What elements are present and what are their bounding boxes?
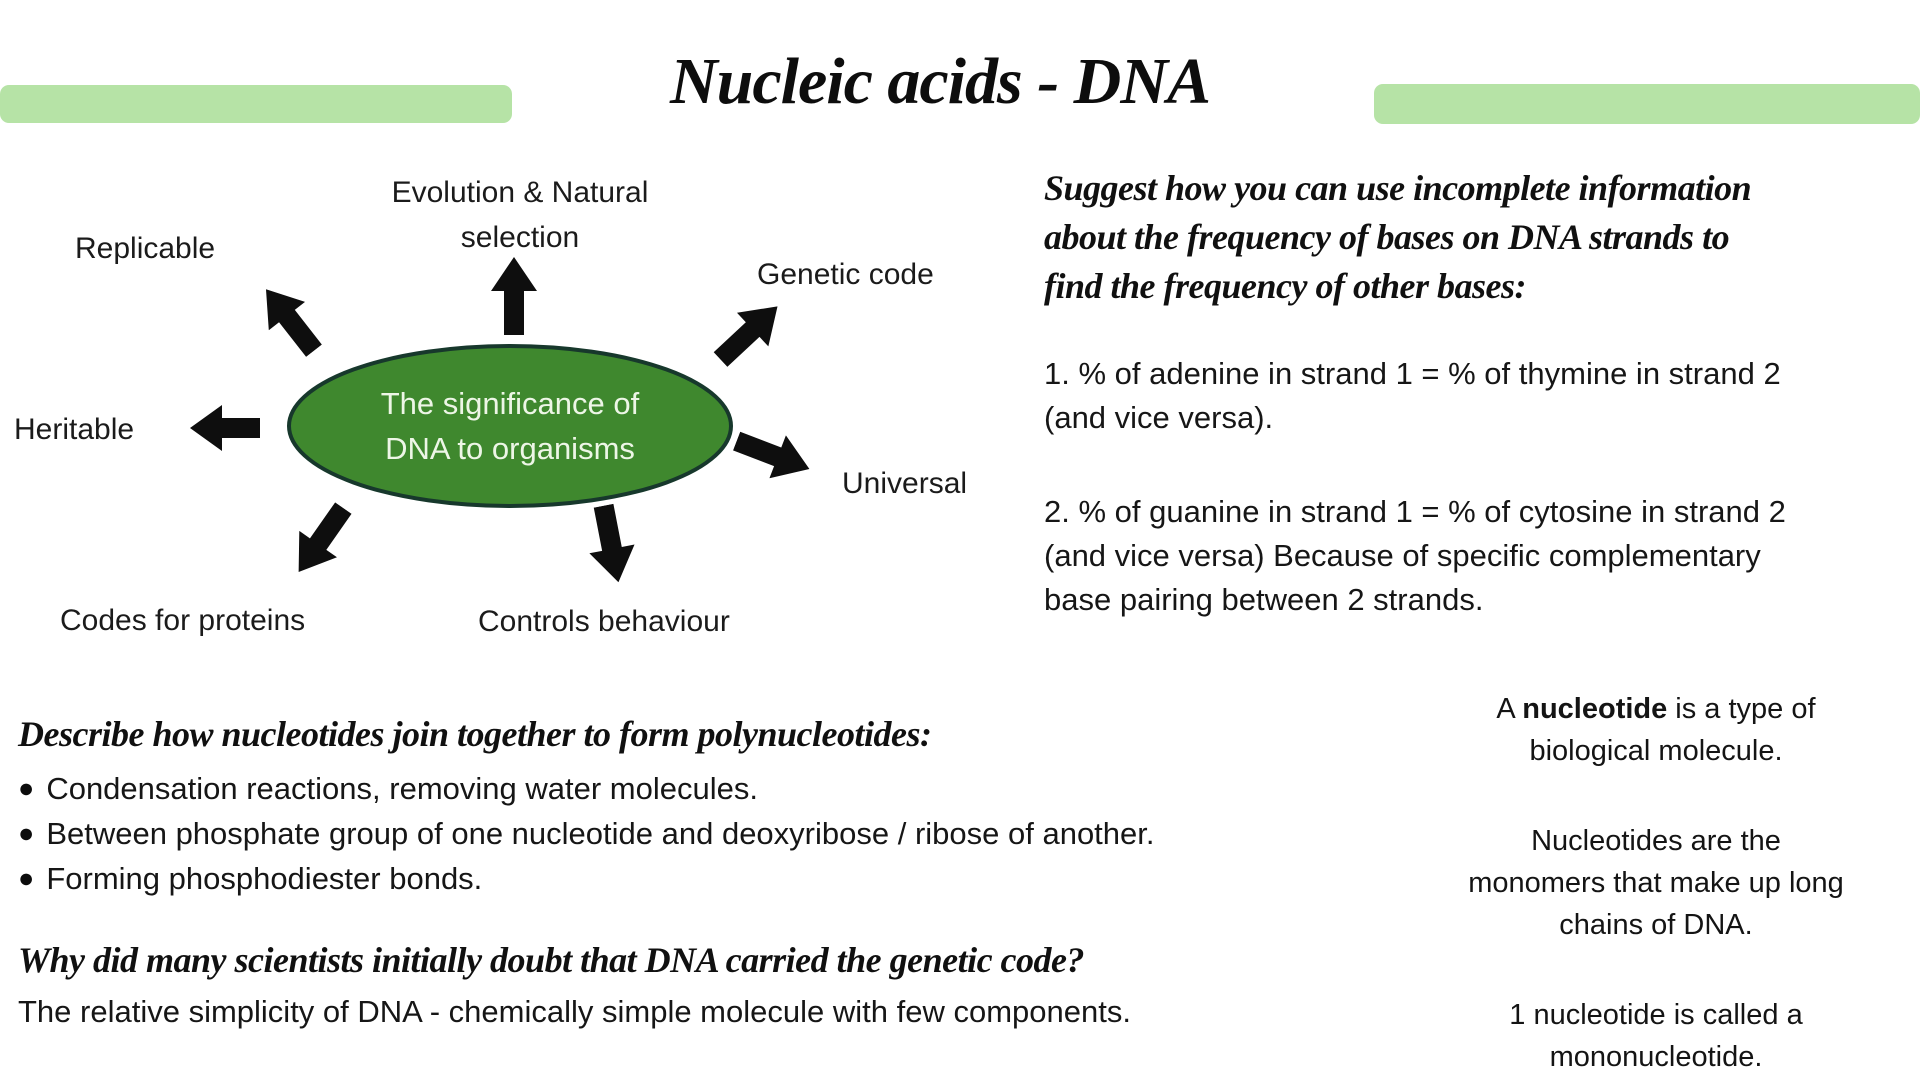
spoke-label-genetic-code: Genetic code <box>757 258 934 291</box>
note1-line1: A nucleotide is a type of <box>1496 693 1815 725</box>
bases-answer-2-line3: base pairing between 2 strands. <box>1044 582 1484 617</box>
accent-bar-right-rect <box>1374 84 1920 124</box>
arrow-up-right-icon <box>713 306 778 367</box>
spoke-label-replicable: Replicable <box>75 232 216 265</box>
note3-line1: 1 nucleotide is called a <box>1509 999 1803 1031</box>
note1-bold-term: nucleotide <box>1522 693 1668 725</box>
bullet-icon: ● <box>18 863 35 893</box>
central-ellipse <box>287 344 733 508</box>
accent-bar-left-rect <box>0 85 512 123</box>
bullet-icon: ● <box>18 818 35 848</box>
bullet-item: ● Forming phosphodiester bonds. <box>18 858 1418 903</box>
bases-answer-1-line1: 1. % of adenine in strand 1 = % of thymi… <box>1044 356 1781 391</box>
note-nucleotide-definition: A nucleotide is a type of biological mol… <box>1398 688 1914 772</box>
doubt-answer: The relative simplicity of DNA - chemica… <box>18 994 1131 1029</box>
bullet-icon: ● <box>18 773 35 803</box>
polynucleotides-bullet-list: ● Condensation reactions, removing water… <box>18 768 1418 903</box>
bases-answer-1: 1. % of adenine in strand 1 = % of thymi… <box>1044 352 1920 440</box>
bases-question: Suggest how you can use incomplete infor… <box>1044 164 1920 311</box>
spoke-label-heritable: Heritable <box>14 413 135 446</box>
arrow-up-icon <box>491 257 537 335</box>
arrow-down-left-icon <box>298 502 352 572</box>
bullet-text: Condensation reactions, removing water m… <box>46 771 758 806</box>
note-mononucleotide: 1 nucleotide is called a mononucleotide. <box>1398 994 1914 1078</box>
bullet-text: Between phosphate group of one nucleotid… <box>46 816 1155 851</box>
ellipse-text-line2: DNA to organisms <box>385 431 635 466</box>
arrow-up-left-icon <box>265 289 322 357</box>
bullet-item: ● Condensation reactions, removing water… <box>18 768 1418 813</box>
bases-answer-2-line2: (and vice versa) Because of specific com… <box>1044 538 1761 573</box>
doubt-question: Why did many scientists initially doubt … <box>18 940 1085 980</box>
arrow-right-down-icon <box>733 431 810 479</box>
central-ellipse-shape <box>287 344 733 508</box>
title-accent-bar-left <box>0 85 512 123</box>
bases-answer-1-line2: (and vice versa). <box>1044 400 1274 435</box>
bases-answer-2-line1: 2. % of guanine in strand 1 = % of cytos… <box>1044 494 1786 529</box>
note1-line2: biological molecule. <box>1529 735 1783 767</box>
bases-question-line3: find the frequency of other bases: <box>1044 266 1526 306</box>
note-monomers: Nucleotides are the monomers that make u… <box>1398 820 1914 946</box>
spoke-label-universal: Universal <box>842 467 968 500</box>
bases-question-line2: about the frequency of bases on DNA stra… <box>1044 217 1730 257</box>
note2-line3: chains of DNA. <box>1559 909 1753 941</box>
arrow-left-icon <box>190 405 260 451</box>
nucleotide-notes: A nucleotide is a type of biological mol… <box>1398 688 1914 1078</box>
ellipse-text-line1: The significance of <box>380 386 640 421</box>
spoke-label-controls-behaviour: Controls behaviour <box>478 605 730 638</box>
spoke-label-evolution: Evolution & Natural selection <box>391 176 649 254</box>
bases-question-line1: Suggest how you can use incomplete infor… <box>1044 168 1752 208</box>
arrow-down-icon <box>589 503 635 583</box>
bullet-item: ● Between phosphate group of one nucleot… <box>18 813 1418 858</box>
note1-prefix: A <box>1496 693 1523 725</box>
note3-line2: mononucleotide. <box>1549 1041 1763 1073</box>
title-accent-bar-right <box>1374 84 1920 124</box>
note1-rest: is a type of <box>1667 693 1816 725</box>
page-title: Nucleic acids - DNA <box>669 45 1211 118</box>
bases-answer-2: 2. % of guanine in strand 1 = % of cytos… <box>1044 490 1920 622</box>
central-ellipse-text: The significance of DNA to organisms <box>286 343 734 509</box>
bullet-text: Forming phosphodiester bonds. <box>46 861 483 896</box>
polynucleotides-question: Describe how nucleotides join together t… <box>18 714 932 754</box>
note2-line2: monomers that make up long <box>1468 867 1844 899</box>
spoke-label-codes-for-proteins: Codes for proteins <box>60 604 306 637</box>
note2-line1: Nucleotides are the <box>1531 825 1781 857</box>
